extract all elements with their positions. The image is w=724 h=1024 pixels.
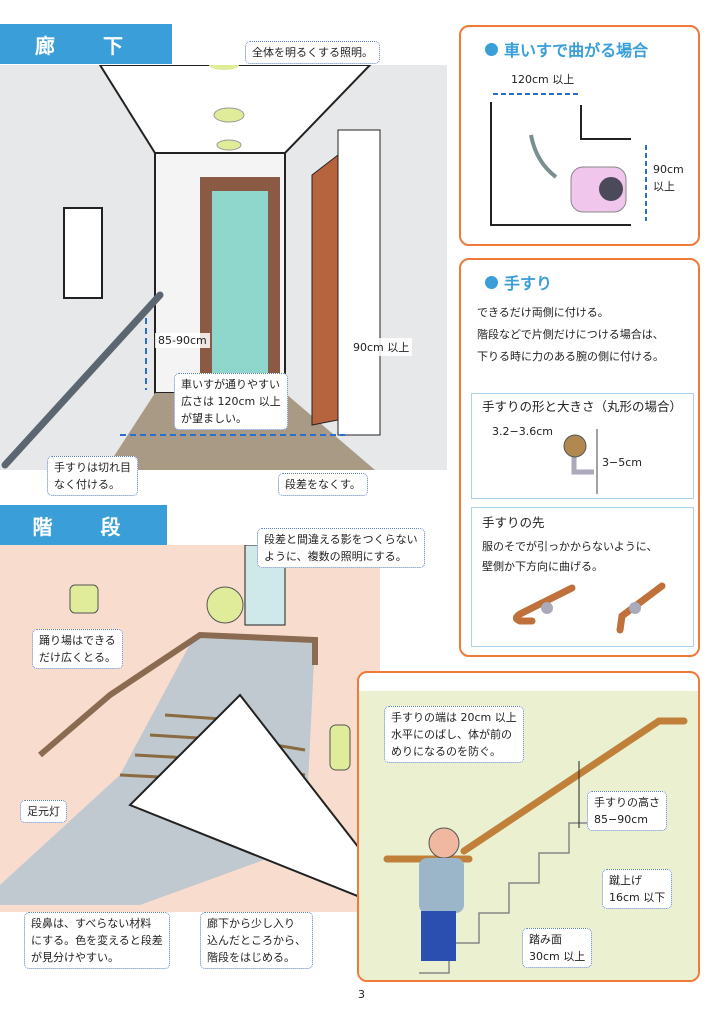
- bullet-icon: [485, 42, 498, 56]
- rail-cross-section-diagram: [563, 429, 598, 494]
- footlight-callout: 足元灯: [20, 800, 67, 823]
- shadow-callout: 段差と間違える影をつくらない ように、複数の照明にする。: [257, 528, 425, 568]
- tread-callout: 踏み面 30cm 以上: [522, 928, 593, 968]
- handrail-box: 手すり できるだけ両側に付ける。 階段などで片側だけにつける場合は、 下りる時に…: [459, 258, 700, 657]
- width-callout: 車いすが通りやすい 広さは 120cm 以上 が望ましい。: [174, 373, 288, 430]
- rail-end-diagram: [513, 582, 666, 634]
- stair-start-callout: 廊下から少し入り 込んだところから、 階段をはじめる。: [200, 912, 313, 969]
- riser-callout: 蹴上げ 16cm 以下: [602, 869, 673, 909]
- hallway-illustration: [0, 65, 447, 470]
- rail-shape-box: 手すりの形と大きさ（丸形の場合） 3.2−3.6cm 3−5cm: [471, 393, 694, 499]
- stairs-illustration: [0, 545, 380, 912]
- bullet-icon: [485, 275, 498, 289]
- stair-rail-box: 手すりの端は 20cm 以上 水平にのばし、体が前の めりになるのを防ぐ。 手す…: [357, 671, 700, 982]
- page-number: 3: [358, 988, 365, 1001]
- hallway-heading: 廊 下: [0, 24, 172, 64]
- nosing-callout: 段鼻は、すべらない材料 にする。色を変えると段差 が見分けやすい。: [24, 912, 170, 969]
- wheelchair-diagram: [490, 93, 647, 226]
- landing-callout: 踊り場はできる だけ広くとる。: [32, 629, 123, 669]
- rail-end-box: 手すりの先 服のそでが引っかからないように、 壁側か下方向に曲げる。: [471, 507, 694, 647]
- rail-callout: 手すりは切れ目 なく付ける。: [47, 456, 138, 496]
- rail-height-label: 85-90cm: [155, 333, 210, 348]
- rail-end-callout: 手すりの端は 20cm 以上 水平にのばし、体が前の めりになるのを防ぐ。: [384, 706, 524, 763]
- lighting-callout: 全体を明るくする照明。: [245, 41, 380, 64]
- rail-height-callout: 手すりの高さ 85−90cm: [587, 791, 667, 831]
- door-width-label: 90cm 以上: [350, 338, 413, 356]
- no-step-callout: 段差をなくす。: [278, 473, 368, 496]
- stairs-heading: 階 段: [0, 505, 167, 545]
